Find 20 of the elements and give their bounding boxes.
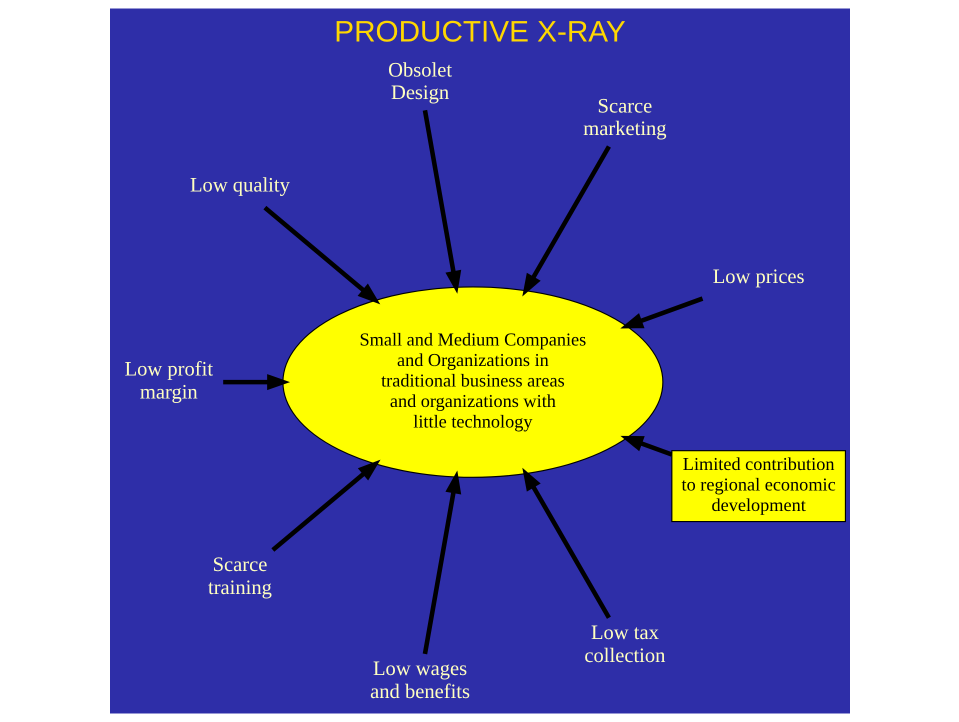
arrow (620, 436, 672, 457)
arrow (522, 145, 610, 297)
arrow (422, 110, 461, 294)
node-text: Low tax collection (584, 622, 665, 667)
diagram-title: PRODUCTIVE X-RAY (334, 15, 626, 48)
node-text: Obsolet Design (388, 59, 452, 104)
arrow (222, 374, 290, 390)
node-box: Limited contribution to regional economic development (670, 450, 846, 522)
arrow (620, 296, 703, 328)
node-ellipse: Small and Medium Companies and Organizations in traditional business areas and organizations with little technology (282, 286, 663, 478)
arrow (522, 468, 610, 619)
node-text: Low prices (712, 266, 804, 288)
node-text: Scarce training (207, 554, 272, 600)
node-text: Low wages and benefits (370, 658, 470, 704)
node-text: Low profit margin (124, 358, 213, 404)
arrow (422, 470, 461, 654)
arrow (262, 206, 380, 304)
node-text: Low quality (190, 174, 290, 197)
arrow (270, 460, 380, 552)
node-text: Scarce marketing (582, 95, 666, 140)
